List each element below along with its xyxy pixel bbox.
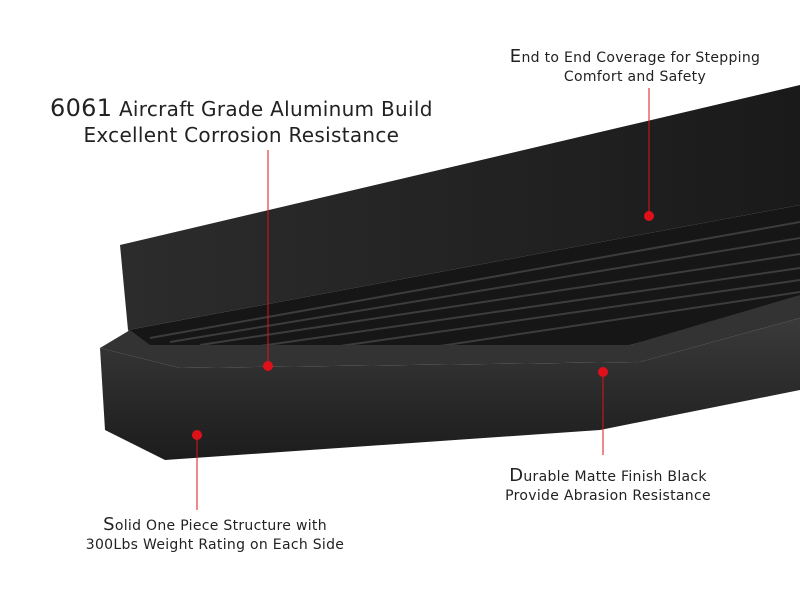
callout-lead: 6061 xyxy=(50,94,113,122)
callout-dots xyxy=(192,211,654,440)
callout-matte-finish: Durable Matte Finish Black Provide Abras… xyxy=(505,465,711,504)
deck-ribs xyxy=(149,221,800,347)
callout-coverage: End to End Coverage for Stepping Comfort… xyxy=(509,46,761,85)
callout-aluminum-build: 6061 Aircraft Grade Aluminum Build Excel… xyxy=(50,94,433,147)
callout-structure: Solid One Piece Structure with 300Lbs We… xyxy=(85,514,345,553)
callout-lines xyxy=(196,88,650,510)
front-face xyxy=(100,318,800,460)
back-wall xyxy=(120,85,800,330)
step-deck xyxy=(128,205,800,345)
end-cap-top xyxy=(100,295,800,368)
